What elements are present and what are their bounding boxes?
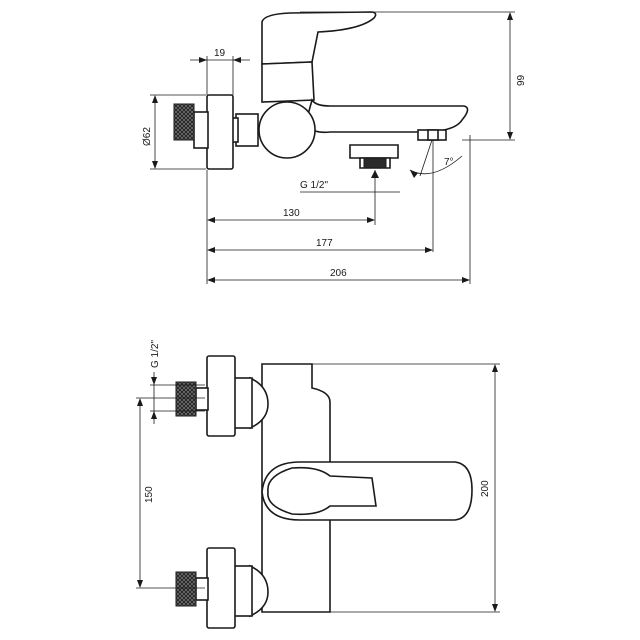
dim-200: 200 [480,480,491,497]
side-view [150,11,515,284]
dim-99: 99 [516,74,527,86]
diverter-body [258,101,316,159]
dim-19: 19 [214,48,226,59]
angle-7: 7° [444,157,454,168]
thread-label-side: G 1/2" [300,180,328,191]
knurled-thread [173,103,195,141]
dim-130: 130 [283,208,300,219]
dim-206: 206 [330,268,347,279]
lever-handle [261,11,377,65]
wall-flange [206,94,234,170]
top-view [136,355,500,629]
lever-top [267,466,377,516]
spout [305,98,469,134]
dim-62: Ø62 [142,127,153,146]
thread-label-top: G 1/2" [150,340,161,368]
dim-150: 150 [144,486,155,503]
dim-177: 177 [316,238,333,249]
